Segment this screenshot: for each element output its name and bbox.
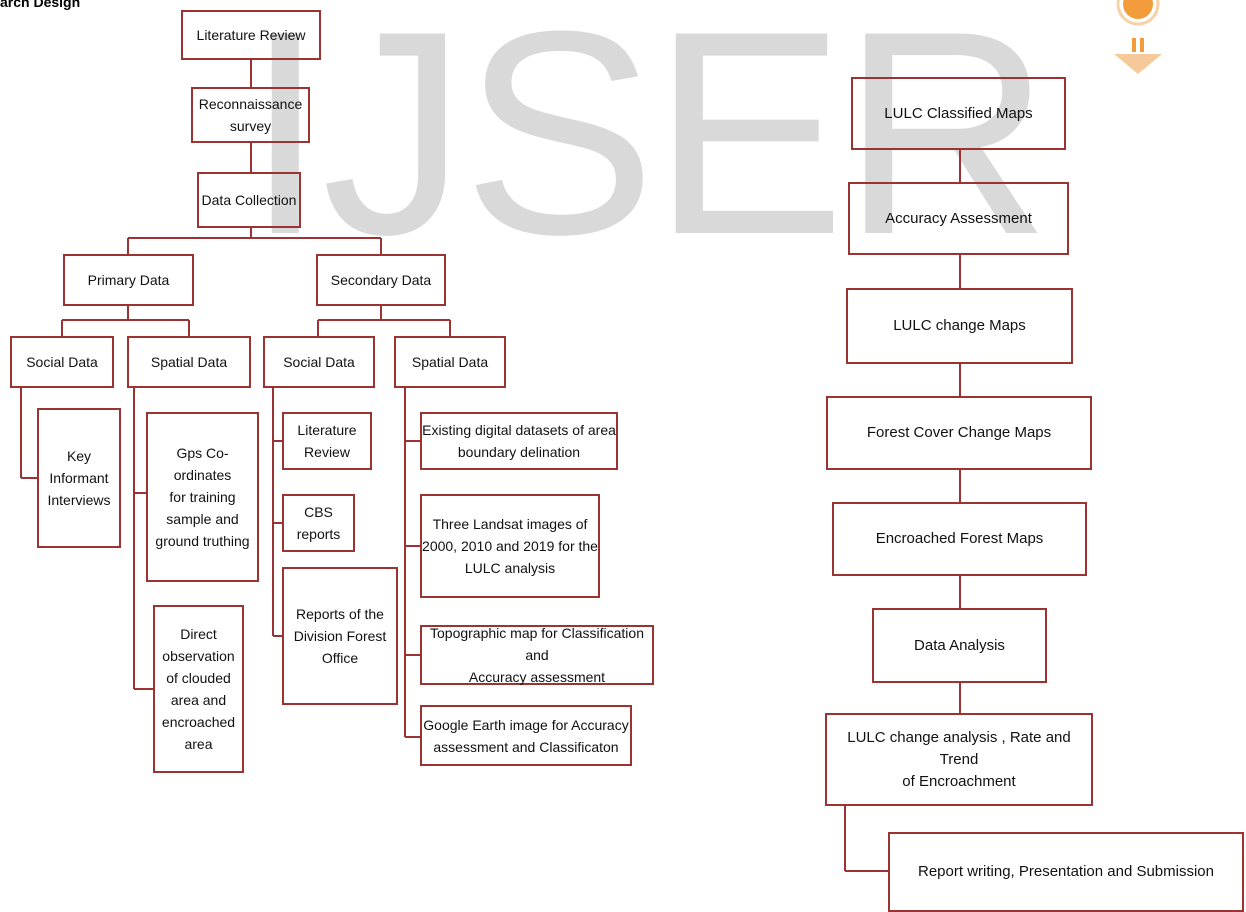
literature-review-box: Literature Review <box>181 10 321 60</box>
division-forest-office-reports-box: Reports of the Division Forest Office <box>282 567 398 705</box>
landsat-images-box: Three Landsat images of 2000, 2010 and 2… <box>420 494 600 598</box>
primary-data-box: Primary Data <box>63 254 194 306</box>
page-heading: arch Design <box>0 0 81 10</box>
forest-cover-change-maps-box: Forest Cover Change Maps <box>826 396 1092 470</box>
secondary-data-box: Secondary Data <box>316 254 446 306</box>
lulc-classified-maps-box: LULC Classified Maps <box>851 77 1066 150</box>
key-informant-interviews-box: Key Informant Interviews <box>37 408 121 548</box>
secondary-social-data-box: Social Data <box>263 336 375 388</box>
primary-spatial-data-box: Spatial Data <box>127 336 251 388</box>
report-writing-box: Report writing, Presentation and Submiss… <box>888 832 1244 912</box>
watermark-text: IJSER <box>245 0 1051 295</box>
secondary-spatial-data-box: Spatial Data <box>394 336 506 388</box>
existing-digital-datasets-box: Existing digital datasets of area bounda… <box>420 412 618 470</box>
primary-social-data-box: Social Data <box>10 336 114 388</box>
data-analysis-box: Data Analysis <box>872 608 1047 683</box>
lulc-change-analysis-box: LULC change analysis , Rate and Trend of… <box>825 713 1093 806</box>
encroached-forest-maps-box: Encroached Forest Maps <box>832 502 1087 576</box>
cbs-reports-box: CBS reports <box>282 494 355 552</box>
accuracy-assessment-box: Accuracy Assessment <box>848 182 1069 255</box>
logo-icon <box>1114 0 1162 74</box>
google-earth-image-box: Google Earth image for Accuracy assessme… <box>420 705 632 766</box>
lulc-change-maps-box: LULC change Maps <box>846 288 1073 364</box>
gps-coordinates-box: Gps Co-ordinates for training sample and… <box>146 412 259 582</box>
direct-observation-box: Direct observation of clouded area and e… <box>153 605 244 773</box>
reconnaissance-survey-box: Reconnaissance survey <box>191 87 310 143</box>
data-collection-box: Data Collection <box>197 172 301 228</box>
topographic-map-box: Topographic map for Classification and A… <box>420 625 654 685</box>
secondary-literature-review-box: Literature Review <box>282 412 372 470</box>
